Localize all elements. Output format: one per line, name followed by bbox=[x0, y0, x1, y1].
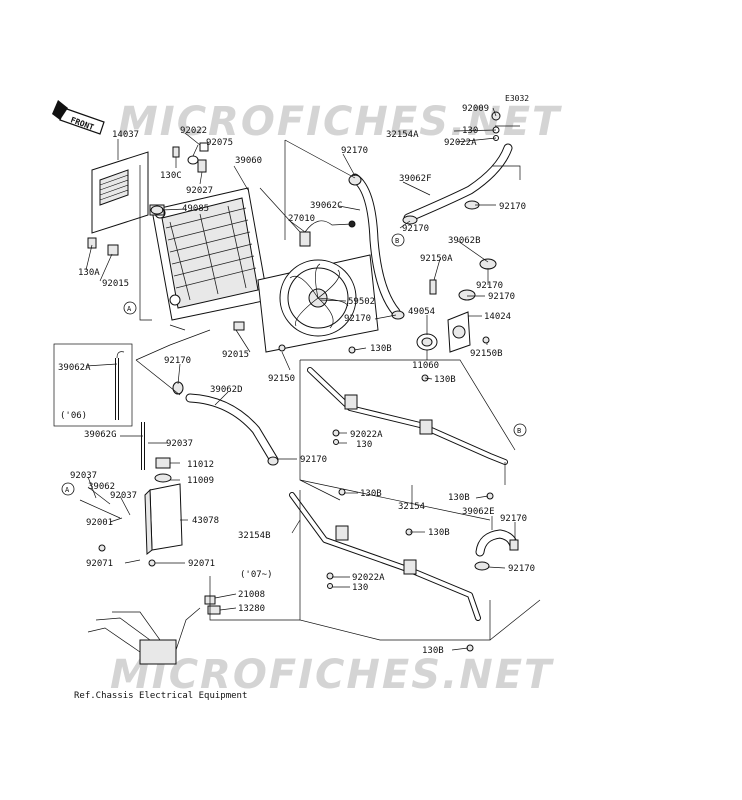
part-label: 92022A bbox=[352, 573, 385, 583]
part-label: 92027 bbox=[186, 186, 213, 196]
part-label: 39062D bbox=[210, 385, 243, 395]
part-label: 92001 bbox=[86, 518, 113, 528]
svg-text:A: A bbox=[65, 486, 70, 494]
part-label: 92170 bbox=[402, 224, 429, 234]
diagram-code: E3032 bbox=[505, 94, 529, 103]
part-label: 92022A bbox=[350, 430, 383, 440]
watermark-bottom: MICROFICHES.NET bbox=[110, 652, 554, 698]
part-label: 92022A bbox=[444, 138, 477, 148]
inset-07-note: ('07~) bbox=[240, 570, 273, 580]
part-label: 130B bbox=[370, 344, 392, 354]
part-label: 92071 bbox=[188, 559, 215, 569]
part-label: 130C bbox=[160, 171, 182, 181]
svg-text:B: B bbox=[517, 427, 521, 435]
part-label: 92075 bbox=[206, 138, 233, 148]
part-label: 92170 bbox=[499, 202, 526, 212]
part-label: 130B bbox=[422, 646, 444, 656]
radiator bbox=[149, 187, 269, 321]
part-label: 92015 bbox=[222, 350, 249, 360]
part-label: 92150B bbox=[470, 349, 503, 359]
circle-marker-a-1: A bbox=[123, 301, 137, 315]
part-label: 39062C bbox=[310, 201, 343, 211]
part-label: 32154 bbox=[398, 502, 425, 512]
footer-reference: Ref.Chassis Electrical Equipment bbox=[74, 691, 247, 701]
part-label: 39062B bbox=[448, 236, 481, 246]
part-label: 130 bbox=[356, 440, 372, 450]
watermark-top: MICROFICHES.NET bbox=[118, 99, 562, 145]
part-label: 11060 bbox=[412, 361, 439, 371]
part-label: 49054 bbox=[408, 307, 435, 317]
part-label: 92037 bbox=[166, 439, 193, 449]
part-label: 11012 bbox=[187, 460, 214, 470]
front-arrow-icon: FRONT bbox=[52, 100, 105, 135]
group-outlines bbox=[135, 125, 541, 641]
part-label: 59502 bbox=[348, 297, 375, 307]
part-label: 130A bbox=[78, 268, 100, 278]
part-label: 92170 bbox=[476, 281, 503, 291]
part-label: 14024 bbox=[484, 312, 511, 322]
small-fasteners-top bbox=[150, 142, 209, 215]
svg-text:A: A bbox=[127, 305, 132, 313]
part-label: 130B bbox=[448, 493, 470, 503]
part-label: 39062F bbox=[399, 174, 432, 184]
inset-2006: ('06) bbox=[53, 343, 133, 427]
part-label: 49085 bbox=[182, 204, 209, 214]
part-label: 32154A bbox=[386, 130, 419, 140]
part-label: 130 bbox=[352, 583, 368, 593]
part-label: 130B bbox=[428, 528, 450, 538]
part-label: 92071 bbox=[86, 559, 113, 569]
circle-marker-b-2: B bbox=[513, 423, 527, 437]
part-label: 130 bbox=[462, 126, 478, 136]
part-label: 92170 bbox=[344, 314, 371, 324]
part-label: 39062G bbox=[84, 430, 117, 440]
part-label: 92170 bbox=[500, 514, 527, 524]
inset-2007-wiring bbox=[87, 595, 221, 665]
radiator-screen bbox=[87, 151, 149, 256]
part-label: 43078 bbox=[192, 516, 219, 526]
coolant-pipe-32154 bbox=[307, 346, 508, 500]
part-label: 92022 bbox=[180, 126, 207, 136]
part-number-labels: 92009 32154A 130 92022A 14037 92022 9207… bbox=[58, 104, 535, 656]
fan-switch bbox=[299, 220, 356, 247]
part-label: 92170 bbox=[341, 146, 368, 156]
part-label: 39062 bbox=[88, 482, 115, 492]
part-label: 27010 bbox=[288, 214, 315, 224]
part-label: 92037 bbox=[70, 471, 97, 481]
part-label: 92009 bbox=[462, 104, 489, 114]
part-label: 130B bbox=[360, 489, 382, 499]
thermostat-housing bbox=[416, 311, 490, 353]
upper-right-pipe bbox=[402, 111, 513, 225]
part-label: 32154B bbox=[238, 531, 271, 541]
part-label: 39060 bbox=[235, 156, 262, 166]
part-label: 14037 bbox=[112, 130, 139, 140]
part-label: 39062A bbox=[58, 363, 91, 373]
part-label: 92037 bbox=[110, 491, 137, 501]
inset-06-note: ('06) bbox=[60, 411, 87, 421]
part-label: 92170 bbox=[300, 455, 327, 465]
hose-39062e bbox=[474, 529, 519, 571]
part-label: 92170 bbox=[508, 564, 535, 574]
part-label: 39062E bbox=[462, 507, 495, 517]
part-label: 92170 bbox=[488, 292, 515, 302]
part-label: 92150A bbox=[420, 254, 453, 264]
circle-marker-b-1: B bbox=[391, 233, 405, 247]
part-label: 92150 bbox=[268, 374, 295, 384]
part-label: 11009 bbox=[187, 476, 214, 486]
part-label: 92015 bbox=[102, 279, 129, 289]
circle-marker-a-2: A bbox=[61, 482, 75, 496]
part-label: 92170 bbox=[164, 356, 191, 366]
hose-39062c bbox=[348, 173, 405, 320]
part-label: 13280 bbox=[238, 604, 265, 614]
svg-text:B: B bbox=[395, 237, 399, 245]
cooling-fan bbox=[233, 254, 379, 353]
part-label: 130B bbox=[434, 375, 456, 385]
coolant-pipe-32154b bbox=[289, 488, 481, 652]
part-label: 21008 bbox=[238, 590, 265, 600]
leader-lines bbox=[85, 107, 516, 651]
clamp-group-right bbox=[429, 258, 497, 301]
